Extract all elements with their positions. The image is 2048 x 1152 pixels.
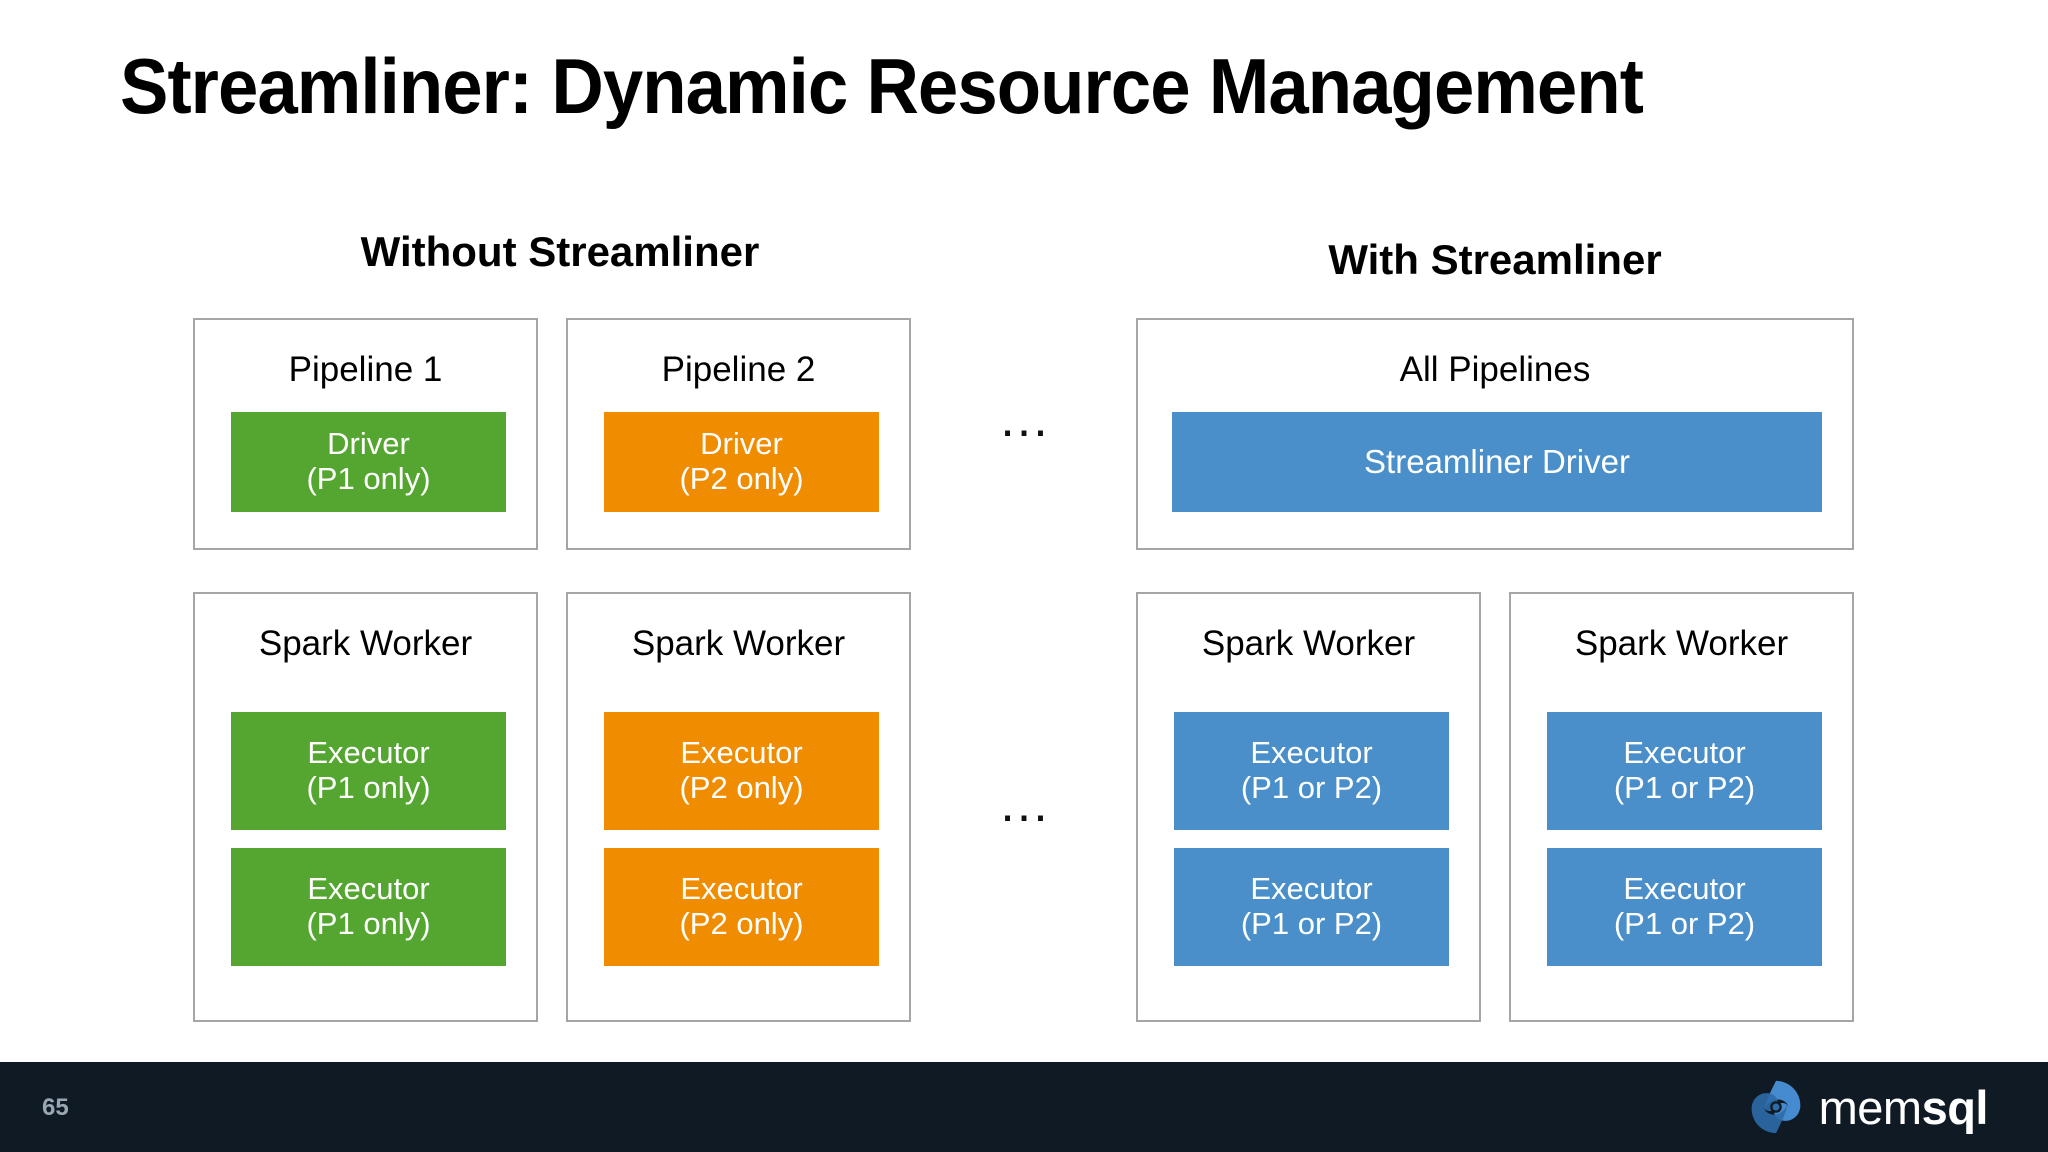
- spark-worker-p1-container: Spark Worker Executor (P1 only) Executor…: [193, 592, 538, 1022]
- ellipsis-driver-row: …: [998, 390, 1054, 448]
- executor-p2-chip-1: Executor (P2 only): [604, 712, 879, 830]
- streamliner-driver-chip: Streamliner Driver: [1172, 412, 1822, 512]
- executor-p2-2-line2: (P2 only): [679, 906, 804, 941]
- executor-shared-2-1-line2: (P1 or P2): [1613, 770, 1756, 805]
- pipeline-1-driver-line1: Driver: [327, 426, 410, 462]
- section-heading-with-streamliner: With Streamliner: [1328, 236, 1662, 283]
- spark-worker-shared-container-1: Spark Worker Executor (P1 or P2) Executo…: [1136, 592, 1481, 1022]
- memsql-wordmark: memsql: [1818, 1080, 1989, 1134]
- pipeline-2-driver-chip: Driver (P2 only): [604, 412, 879, 512]
- executor-shared-1-1-line2: (P1 or P2): [1240, 770, 1383, 805]
- memsql-wordmark-bold: sql: [1921, 1080, 1989, 1134]
- memsql-swirl-icon: [1747, 1078, 1805, 1136]
- memsql-wordmark-light: mem: [1818, 1080, 1922, 1134]
- executor-shared-1-chip-2: Executor (P1 or P2): [1174, 848, 1449, 966]
- executor-shared-2-2-line1: Executor: [1623, 871, 1746, 907]
- spark-worker-p2-container: Spark Worker Executor (P2 only) Executor…: [566, 592, 911, 1022]
- executor-p2-2-line1: Executor: [680, 871, 803, 907]
- pipeline-2-driver-line1: Driver: [700, 426, 783, 462]
- executor-shared-1-chip-1: Executor (P1 or P2): [1174, 712, 1449, 830]
- executor-p2-1-line2: (P2 only): [679, 770, 804, 805]
- executor-p1-2-line1: Executor: [307, 871, 430, 907]
- executor-shared-1-2-line2: (P1 or P2): [1240, 906, 1383, 941]
- executor-shared-2-1-line1: Executor: [1623, 735, 1746, 771]
- spark-worker-shared-2-label: Spark Worker: [1574, 624, 1789, 663]
- spark-worker-shared-container-2: Spark Worker Executor (P1 or P2) Executo…: [1509, 592, 1854, 1022]
- executor-p2-1-line1: Executor: [680, 735, 803, 771]
- ellipsis-worker-row: …: [998, 775, 1054, 833]
- all-pipelines-container: All Pipelines Streamliner Driver: [1136, 318, 1854, 550]
- executor-shared-2-chip-1: Executor (P1 or P2): [1547, 712, 1822, 830]
- executor-p1-chip-1: Executor (P1 only): [231, 712, 506, 830]
- section-heading-without-streamliner: Without Streamliner: [360, 228, 760, 275]
- pipeline-2-driver-line2: (P2 only): [679, 461, 804, 496]
- page-number: 65: [42, 1094, 69, 1121]
- executor-p1-2-line2: (P1 only): [306, 906, 431, 941]
- executor-shared-1-1-line1: Executor: [1250, 735, 1373, 771]
- pipeline-1-driver-chip: Driver (P1 only): [231, 412, 506, 512]
- pipeline-1-label: Pipeline 1: [288, 350, 443, 389]
- executor-shared-2-2-line2: (P1 or P2): [1613, 906, 1756, 941]
- executor-p1-1-line1: Executor: [307, 735, 430, 771]
- pipeline-1-driver-line2: (P1 only): [306, 461, 431, 496]
- executor-p1-chip-2: Executor (P1 only): [231, 848, 506, 966]
- spark-worker-p1-label: Spark Worker: [258, 624, 473, 663]
- pipeline-2-label: Pipeline 2: [661, 350, 816, 389]
- memsql-logo: memsql: [1747, 1076, 1989, 1138]
- pipeline-1-container: Pipeline 1 Driver (P1 only): [193, 318, 538, 550]
- pipeline-2-container: Pipeline 2 Driver (P2 only): [566, 318, 911, 550]
- executor-p1-1-line2: (P1 only): [306, 770, 431, 805]
- executor-shared-2-chip-2: Executor (P1 or P2): [1547, 848, 1822, 966]
- executor-shared-1-2-line1: Executor: [1250, 871, 1373, 907]
- all-pipelines-label: All Pipelines: [1399, 350, 1591, 389]
- streamliner-driver-label: Streamliner Driver: [1364, 442, 1630, 480]
- spark-worker-shared-1-label: Spark Worker: [1201, 624, 1416, 663]
- spark-worker-p2-label: Spark Worker: [631, 624, 846, 663]
- slide-title: Streamliner: Dynamic Resource Management: [120, 42, 1644, 130]
- executor-p2-chip-2: Executor (P2 only): [604, 848, 879, 966]
- slide-footer: 65 memsql: [0, 1062, 2048, 1152]
